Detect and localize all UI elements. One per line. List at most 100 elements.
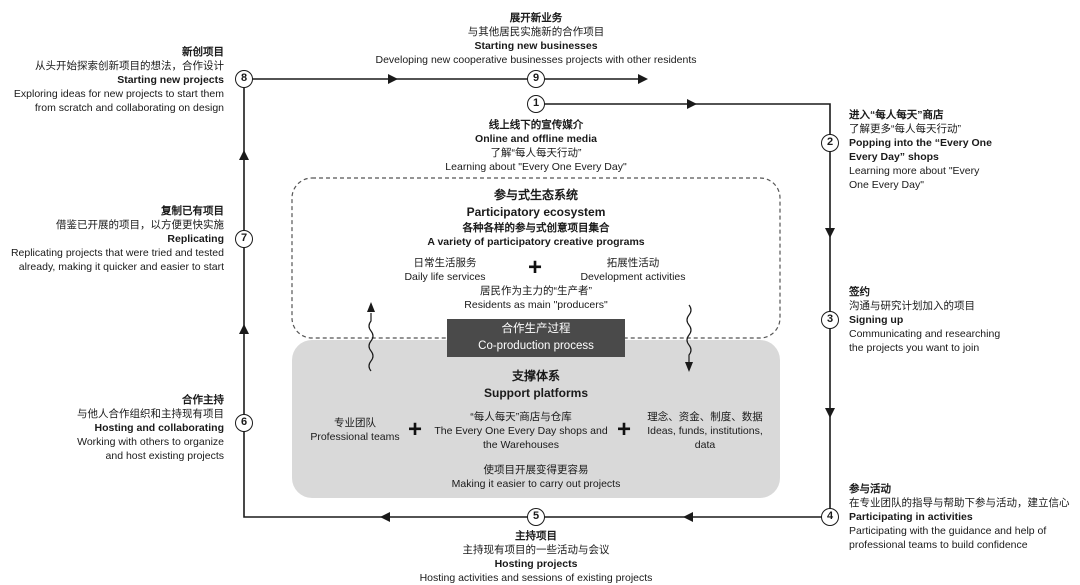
step-1-number: 1 bbox=[527, 95, 545, 113]
step-8-zh: 新创项目 bbox=[182, 46, 224, 58]
support-left: 专业团队 Professional teams bbox=[300, 416, 410, 444]
step-3-text: 签约 沟通与研究计划加入的项目 Signing up Communicating… bbox=[849, 285, 1077, 355]
support-mid-en-1: The Every One Every Day shops and bbox=[434, 425, 608, 437]
step-6-text: 合作主持 与他人合作组织和主持现有项目 Hosting and collabor… bbox=[2, 393, 224, 463]
step-3-zh-desc: 沟通与研究计划加入的项目 bbox=[849, 300, 975, 312]
step-4-en-desc-1: Participating with the guidance and help… bbox=[849, 525, 1047, 537]
arrow-head bbox=[638, 74, 648, 84]
ecosystem-plus-icon: + bbox=[528, 254, 543, 281]
support-bottom-en: Making it easier to carry out projects bbox=[451, 478, 621, 490]
step-7-en-desc-2: already, making it quicker and easier to… bbox=[18, 261, 224, 273]
wavy-arrow-down-head bbox=[685, 362, 693, 372]
step-4-en-desc-2: professional teams to build confidence bbox=[849, 539, 1028, 551]
arrow-head bbox=[388, 74, 398, 84]
support-right: 理念、资金、制度、数据 Ideas, funds, institutions, … bbox=[640, 410, 770, 452]
step-1-en-desc: Learning about "Every One Every Day" bbox=[445, 161, 627, 173]
arrow-head bbox=[239, 150, 249, 160]
ecosystem-left-en: Daily life services bbox=[404, 271, 486, 283]
support-right-en-1: Ideas, funds, institutions, bbox=[647, 425, 763, 437]
step-6-zh: 合作主持 bbox=[182, 394, 224, 406]
ecosystem-title-zh: 参与式生态系统 bbox=[493, 188, 578, 202]
step-6-en-title: Hosting and collaborating bbox=[94, 422, 224, 434]
arrow-head bbox=[239, 324, 249, 334]
step-1-zh-desc: 了解“每人每天行动” bbox=[490, 147, 582, 159]
step-6-zh-desc: 与他人合作组织和主持现有项目 bbox=[77, 408, 224, 420]
ecosystem-right-en: Development activities bbox=[580, 271, 686, 283]
step-4-number: 4 bbox=[821, 508, 839, 526]
step-1-en-title: Online and offline media bbox=[475, 133, 597, 145]
step-8-en-title: Starting new projects bbox=[117, 74, 224, 86]
wavy-arrow-up bbox=[368, 313, 374, 372]
support-title-en: Support platforms bbox=[484, 386, 588, 400]
arrow-head bbox=[380, 512, 390, 522]
support-plus-icon-left: + bbox=[408, 416, 423, 443]
step-9-en-desc: Developing new cooperative businesses pr… bbox=[375, 54, 697, 66]
step-2-en-desc-2: One Every Day" bbox=[849, 179, 924, 191]
ecosystem-programs-zh: 各种各样的参与式创意项目集合 bbox=[462, 222, 610, 234]
step-8-number: 8 bbox=[235, 70, 253, 88]
ecosystem-right: 拓展性活动 Development activities bbox=[563, 256, 703, 284]
step-8-en-desc-1: Exploring ideas for new projects to star… bbox=[13, 88, 224, 100]
step-6-en-desc-1: Working with others to organize bbox=[77, 436, 224, 448]
support-box bbox=[292, 340, 780, 498]
support-bottom: 使项目开展变得更容易 Making it easier to carry out… bbox=[436, 463, 636, 491]
step-6-en-desc-2: and host existing projects bbox=[105, 450, 224, 462]
step-1-text: 线上线下的宣传媒介 Online and offline media 了解“每人… bbox=[386, 118, 686, 174]
support-mid-en-2: the Warehouses bbox=[482, 439, 560, 451]
step-9-en-title: Starting new businesses bbox=[474, 40, 598, 52]
support-title: 支撑体系 Support platforms bbox=[436, 368, 636, 402]
coproduction-box: 合作生产过程 Co-production process bbox=[447, 319, 625, 357]
ecosystem-producers-zh: 居民作为主力的“生产者” bbox=[480, 285, 592, 297]
support-mid: “每人每天”商店与仓库 The Every One Every Day shop… bbox=[431, 410, 611, 452]
ecosystem-programs-en: A variety of participatory creative prog… bbox=[427, 236, 645, 248]
step-2-zh: 进入“每人每天”商店 bbox=[849, 109, 944, 121]
step-5-en-desc: Hosting activities and sessions of exist… bbox=[419, 572, 653, 584]
step-4-zh-desc: 在专业团队的指导与帮助下参与活动，建立信心 bbox=[849, 497, 1070, 509]
step-7-en-desc-1: Replicating projects that were tried and… bbox=[10, 247, 224, 259]
ecosystem-title-en: Participatory ecosystem bbox=[466, 205, 606, 219]
step-8-zh-desc: 从头开始探索创新项目的想法，合作设计 bbox=[35, 60, 224, 72]
arrow-head bbox=[687, 99, 697, 109]
step-2-en-title-2: Every Day” shops bbox=[849, 151, 939, 163]
step-3-en-desc-2: the projects you want to join bbox=[849, 342, 980, 354]
ecosystem-producers: 居民作为主力的“生产者” Residents as main "producer… bbox=[436, 284, 636, 312]
coproduction-zh: 合作生产过程 bbox=[501, 323, 571, 335]
ecosystem-left-zh: 日常生活服务 bbox=[413, 257, 477, 269]
support-left-zh: 专业团队 bbox=[334, 417, 376, 429]
step-4-text: 参与活动 在专业团队的指导与帮助下参与活动，建立信心 Participating… bbox=[849, 482, 1077, 552]
step-5-text: 主持项目 主持现有项目的一些活动与会议 Hosting projects Hos… bbox=[386, 529, 686, 585]
ecosystem-right-zh: 拓展性活动 bbox=[606, 257, 660, 269]
step-3-number: 3 bbox=[821, 311, 839, 329]
ecosystem-title: 参与式生态系统 Participatory ecosystem 各种各样的参与式… bbox=[386, 187, 686, 249]
step-9-zh-desc: 与其他居民实施新的合作项目 bbox=[467, 26, 605, 38]
step-4-en-title: Participating in activities bbox=[849, 511, 973, 523]
step-4-zh: 参与活动 bbox=[849, 483, 891, 495]
step-7-number: 7 bbox=[235, 230, 253, 248]
step-5-zh: 主持项目 bbox=[515, 530, 557, 542]
step-8-en-desc-2: from scratch and collaborating on design bbox=[34, 102, 224, 114]
step-5-zh-desc: 主持现有项目的一些活动与会议 bbox=[462, 544, 610, 556]
step-2-en-title-1: Popping into the “Every One bbox=[849, 137, 992, 149]
step-9-number: 9 bbox=[527, 70, 545, 88]
support-right-en-2: data bbox=[694, 439, 716, 451]
arrow-head bbox=[825, 228, 835, 238]
arrow-head bbox=[825, 408, 835, 418]
step-7-en-title: Replicating bbox=[167, 233, 224, 245]
step-1-zh: 线上线下的宣传媒介 bbox=[488, 119, 584, 131]
ecosystem-producers-en: Residents as main "producers" bbox=[464, 299, 608, 311]
wavy-arrow-down bbox=[686, 304, 692, 362]
support-title-zh: 支撑体系 bbox=[511, 369, 560, 383]
coproduction-en: Co-production process bbox=[478, 340, 594, 352]
ecosystem-left: 日常生活服务 Daily life services bbox=[380, 256, 510, 284]
support-left-en: Professional teams bbox=[310, 431, 400, 443]
step-3-zh: 签约 bbox=[849, 286, 870, 298]
step-5-number: 5 bbox=[527, 508, 545, 526]
step-3-en-desc-1: Communicating and researching bbox=[849, 328, 1001, 340]
step-5-en-title: Hosting projects bbox=[494, 558, 578, 570]
step-9-zh: 展开新业务 bbox=[509, 12, 563, 24]
step-2-number: 2 bbox=[821, 134, 839, 152]
step-9-text: 展开新业务 与其他居民实施新的合作项目 Starting new busines… bbox=[336, 11, 736, 67]
support-mid-zh: “每人每天”商店与仓库 bbox=[470, 411, 572, 423]
support-right-zh: 理念、资金、制度、数据 bbox=[647, 411, 763, 423]
step-8-text: 新创项目 从头开始探索创新项目的想法，合作设计 Starting new pro… bbox=[2, 45, 224, 115]
